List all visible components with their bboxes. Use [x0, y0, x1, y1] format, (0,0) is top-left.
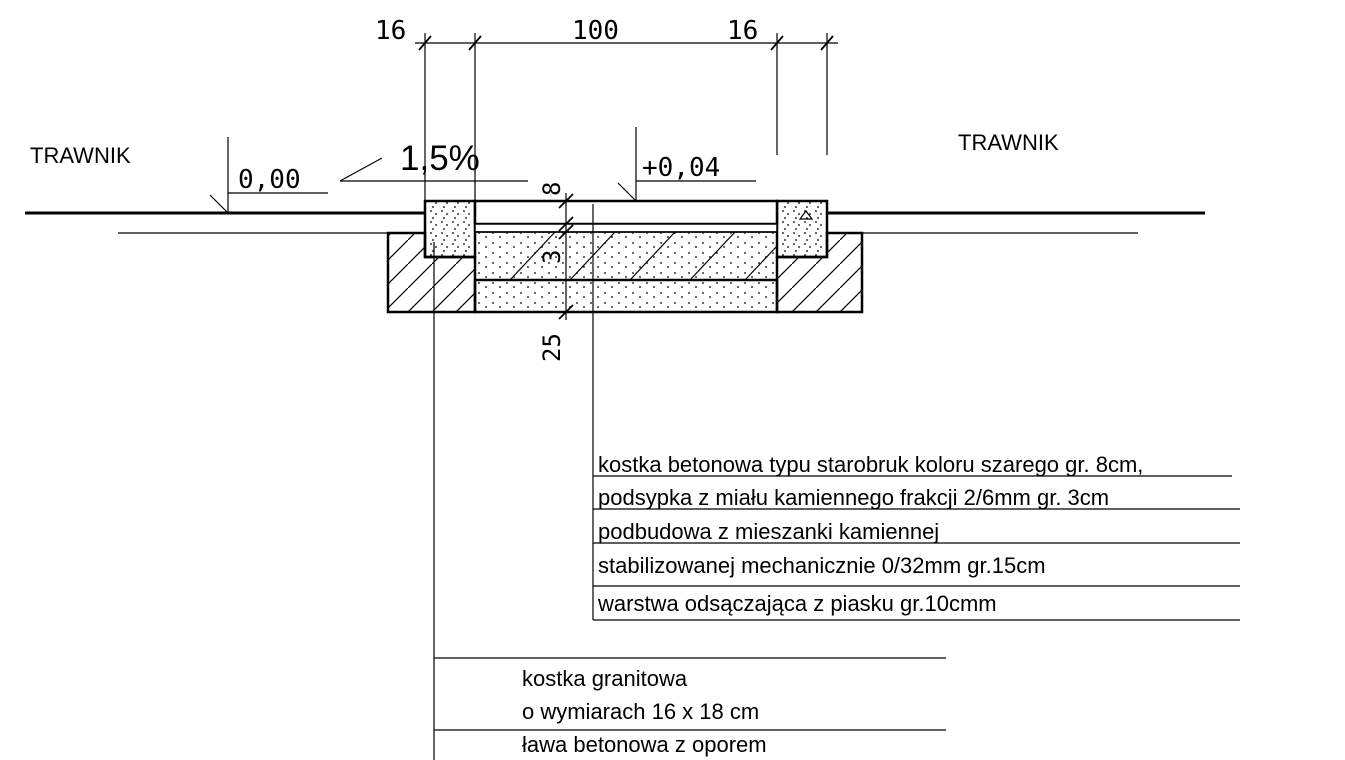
slope-indicator — [339, 157, 528, 182]
note-granite-curb-line1: kostka granitowa — [522, 666, 688, 691]
granite-curb-left — [423, 199, 477, 259]
note-concrete-paver: kostka betonowa typu starobruk koloru sz… — [598, 452, 1143, 477]
granite-curb-right — [775, 199, 829, 259]
curb-notes: kostka granitowa o wymiarach 16 x 18 cm … — [522, 666, 767, 757]
paving-notes-leader — [592, 204, 1240, 621]
slope-label: 1,5% — [400, 139, 480, 178]
note-sand-drainage: warstwa odsączająca z piasku gr.10cmm — [597, 591, 997, 616]
dimension-bedding-thickness: 3 — [538, 250, 566, 264]
stone-dust-bedding-layer — [474, 223, 778, 233]
level-label-right: +0,04 — [642, 153, 720, 183]
note-granite-curb-line2: o wymiarach 16 x 18 cm — [522, 699, 759, 724]
aggregate-triangle-mark — [798, 210, 814, 220]
paving-notes: kostka betonowa typu starobruk koloru sz… — [597, 452, 1143, 616]
level-marker-right — [617, 127, 756, 202]
note-stone-dust-bedding: podsypka z miału kamiennego frakcji 2/6m… — [598, 485, 1109, 510]
note-aggregate-base-line2: stabilizowanej mechanicznie 0/32mm gr.15… — [598, 553, 1046, 578]
ground-lines — [25, 211, 1205, 234]
dimension-curb-width-right: 16 — [727, 16, 758, 46]
note-concrete-bench: ława betonowa z oporem — [522, 732, 767, 757]
dimension-paver-thickness: 8 — [538, 182, 566, 196]
lawn-label-left: TRAWNIK — [30, 143, 131, 168]
stabilized-aggregate-base-layer — [474, 231, 778, 281]
lawn-label-right: TRAWNIK — [958, 130, 1059, 155]
dimension-path-width: 100 — [572, 16, 619, 46]
level-marker-left — [209, 137, 328, 214]
level-label-left: 0,00 — [238, 165, 301, 195]
concrete-paver-layer — [473, 199, 779, 226]
dimension-base-thickness: 25 — [538, 333, 566, 362]
note-aggregate-base-line1: podbudowa z mieszanki kamiennej — [598, 519, 939, 544]
layer-dimension-line — [558, 193, 574, 320]
dimension-curb-width-left: 16 — [375, 16, 406, 46]
top-dimension-line — [415, 33, 838, 205]
sand-drainage-layer — [473, 278, 779, 314]
curb-notes-leader — [433, 242, 946, 760]
